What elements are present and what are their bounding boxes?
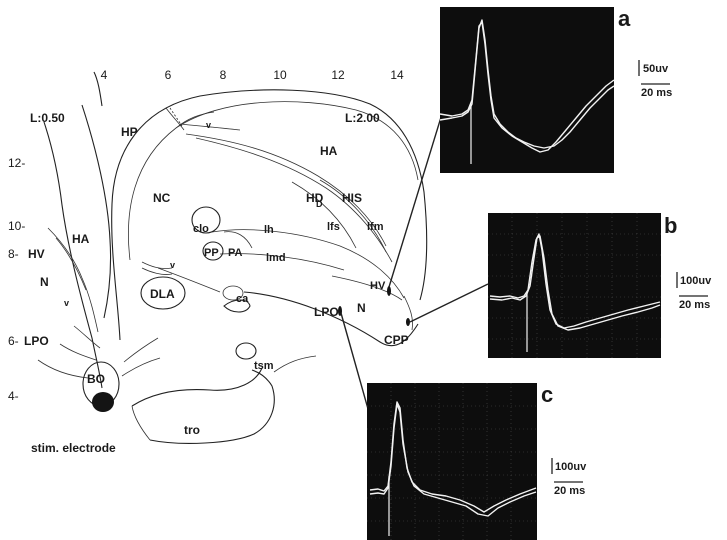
scale-time-a: 20 ms bbox=[641, 87, 672, 99]
region-label: v bbox=[206, 120, 211, 130]
scale-time-b: 20 ms bbox=[679, 299, 710, 311]
region-label: HP bbox=[121, 125, 138, 139]
y-tick: 12- bbox=[8, 156, 25, 170]
region-label: PA bbox=[228, 247, 243, 259]
scale-amplitude-c: 100uv bbox=[555, 461, 587, 473]
region-label: tro bbox=[184, 423, 200, 437]
scope-grid-b bbox=[488, 213, 661, 358]
x-tick: 8 bbox=[220, 68, 227, 82]
x-tick: 4 bbox=[101, 68, 108, 82]
region-label: HIS bbox=[342, 191, 362, 205]
x-tick: 12 bbox=[331, 68, 345, 82]
y-tick: 4- bbox=[8, 389, 19, 403]
scale-amplitude-b: 100uv bbox=[680, 275, 712, 287]
region-label: HD bbox=[306, 191, 324, 205]
scope-panel-b: b bbox=[488, 213, 677, 358]
scope-panel-c: c bbox=[367, 382, 553, 540]
y-tick: 8- bbox=[8, 247, 19, 261]
region-label: HV bbox=[370, 280, 386, 292]
region-label: LPO bbox=[24, 334, 49, 348]
scope-panel-a: a bbox=[439, 6, 631, 173]
y-tick: 10- bbox=[8, 219, 25, 233]
region-label: LPO bbox=[314, 305, 339, 319]
recording-site-hv bbox=[387, 286, 391, 296]
trace-a-2 bbox=[439, 21, 615, 153]
scale-bar-a: 50uv 20 ms bbox=[638, 60, 672, 99]
right-section-outline bbox=[93, 71, 428, 444]
section-dashed-mark bbox=[169, 107, 183, 127]
scale-bar-c: 100uv 20 ms bbox=[551, 458, 587, 497]
region-label: DLA bbox=[150, 287, 175, 301]
lateral-label-right: L:2.00 bbox=[345, 111, 380, 125]
scope-grid-c bbox=[367, 383, 537, 540]
leader-line-a bbox=[388, 113, 443, 288]
scale-time-c: 20 ms bbox=[554, 485, 585, 497]
x-tick: 6 bbox=[165, 68, 172, 82]
lateral-label-left: L:0.50 bbox=[30, 111, 65, 125]
y-axis-ticks: 12- 10- 8- 6- 4- bbox=[8, 156, 25, 403]
region-label: lfs bbox=[327, 221, 340, 233]
region-label: clo bbox=[193, 223, 209, 235]
region-label: CPP bbox=[384, 333, 409, 347]
region-label: tsm bbox=[254, 360, 274, 372]
hd-subscript: D bbox=[316, 199, 323, 209]
left-region-labels: HA HV N v LPO BO bbox=[24, 232, 105, 386]
scope-screen-c bbox=[367, 383, 537, 540]
region-label: HA bbox=[72, 232, 90, 246]
scope-screen-a bbox=[440, 7, 614, 173]
leader-line-b bbox=[409, 283, 489, 323]
scale-bar-b: 100uv 20 ms bbox=[676, 272, 712, 311]
scale-amplitude-a: 50uv bbox=[643, 63, 669, 75]
trace-b-1 bbox=[489, 233, 661, 329]
region-label: N bbox=[40, 275, 49, 289]
x-axis-ticks: 4 6 8 10 12 14 bbox=[101, 68, 404, 82]
region-label: NC bbox=[153, 191, 171, 205]
region-label: N bbox=[357, 301, 366, 315]
scope-screen-b bbox=[488, 213, 661, 358]
recording-site-cpp bbox=[406, 318, 410, 326]
region-label: HA bbox=[320, 144, 338, 158]
panel-letter-a: a bbox=[618, 6, 631, 31]
right-region-labels: HP HA HD HIS NC clo lh lfs lfm PP PA lmd… bbox=[121, 120, 409, 437]
stim-electrode-label: stim. electrode bbox=[31, 441, 116, 455]
panel-letter-b: b bbox=[664, 213, 677, 238]
x-tick: 14 bbox=[390, 68, 404, 82]
region-label: lmd bbox=[266, 252, 286, 264]
region-label: lh bbox=[264, 224, 274, 236]
region-label: lfm bbox=[367, 221, 384, 233]
x-tick: 10 bbox=[273, 68, 287, 82]
y-tick: 6- bbox=[8, 334, 19, 348]
region-label: ca bbox=[236, 293, 249, 305]
region-label: PP bbox=[204, 247, 219, 259]
region-label: BO bbox=[87, 372, 105, 386]
trace-b-2 bbox=[489, 235, 661, 331]
panel-letter-c: c bbox=[541, 382, 553, 407]
region-label: v bbox=[170, 260, 175, 270]
region-label: v bbox=[64, 298, 69, 308]
left-section-outline bbox=[37, 104, 161, 407]
region-label: HV bbox=[28, 247, 45, 261]
stimulating-electrode-tip bbox=[92, 392, 114, 412]
recording-electrodes bbox=[338, 286, 410, 326]
